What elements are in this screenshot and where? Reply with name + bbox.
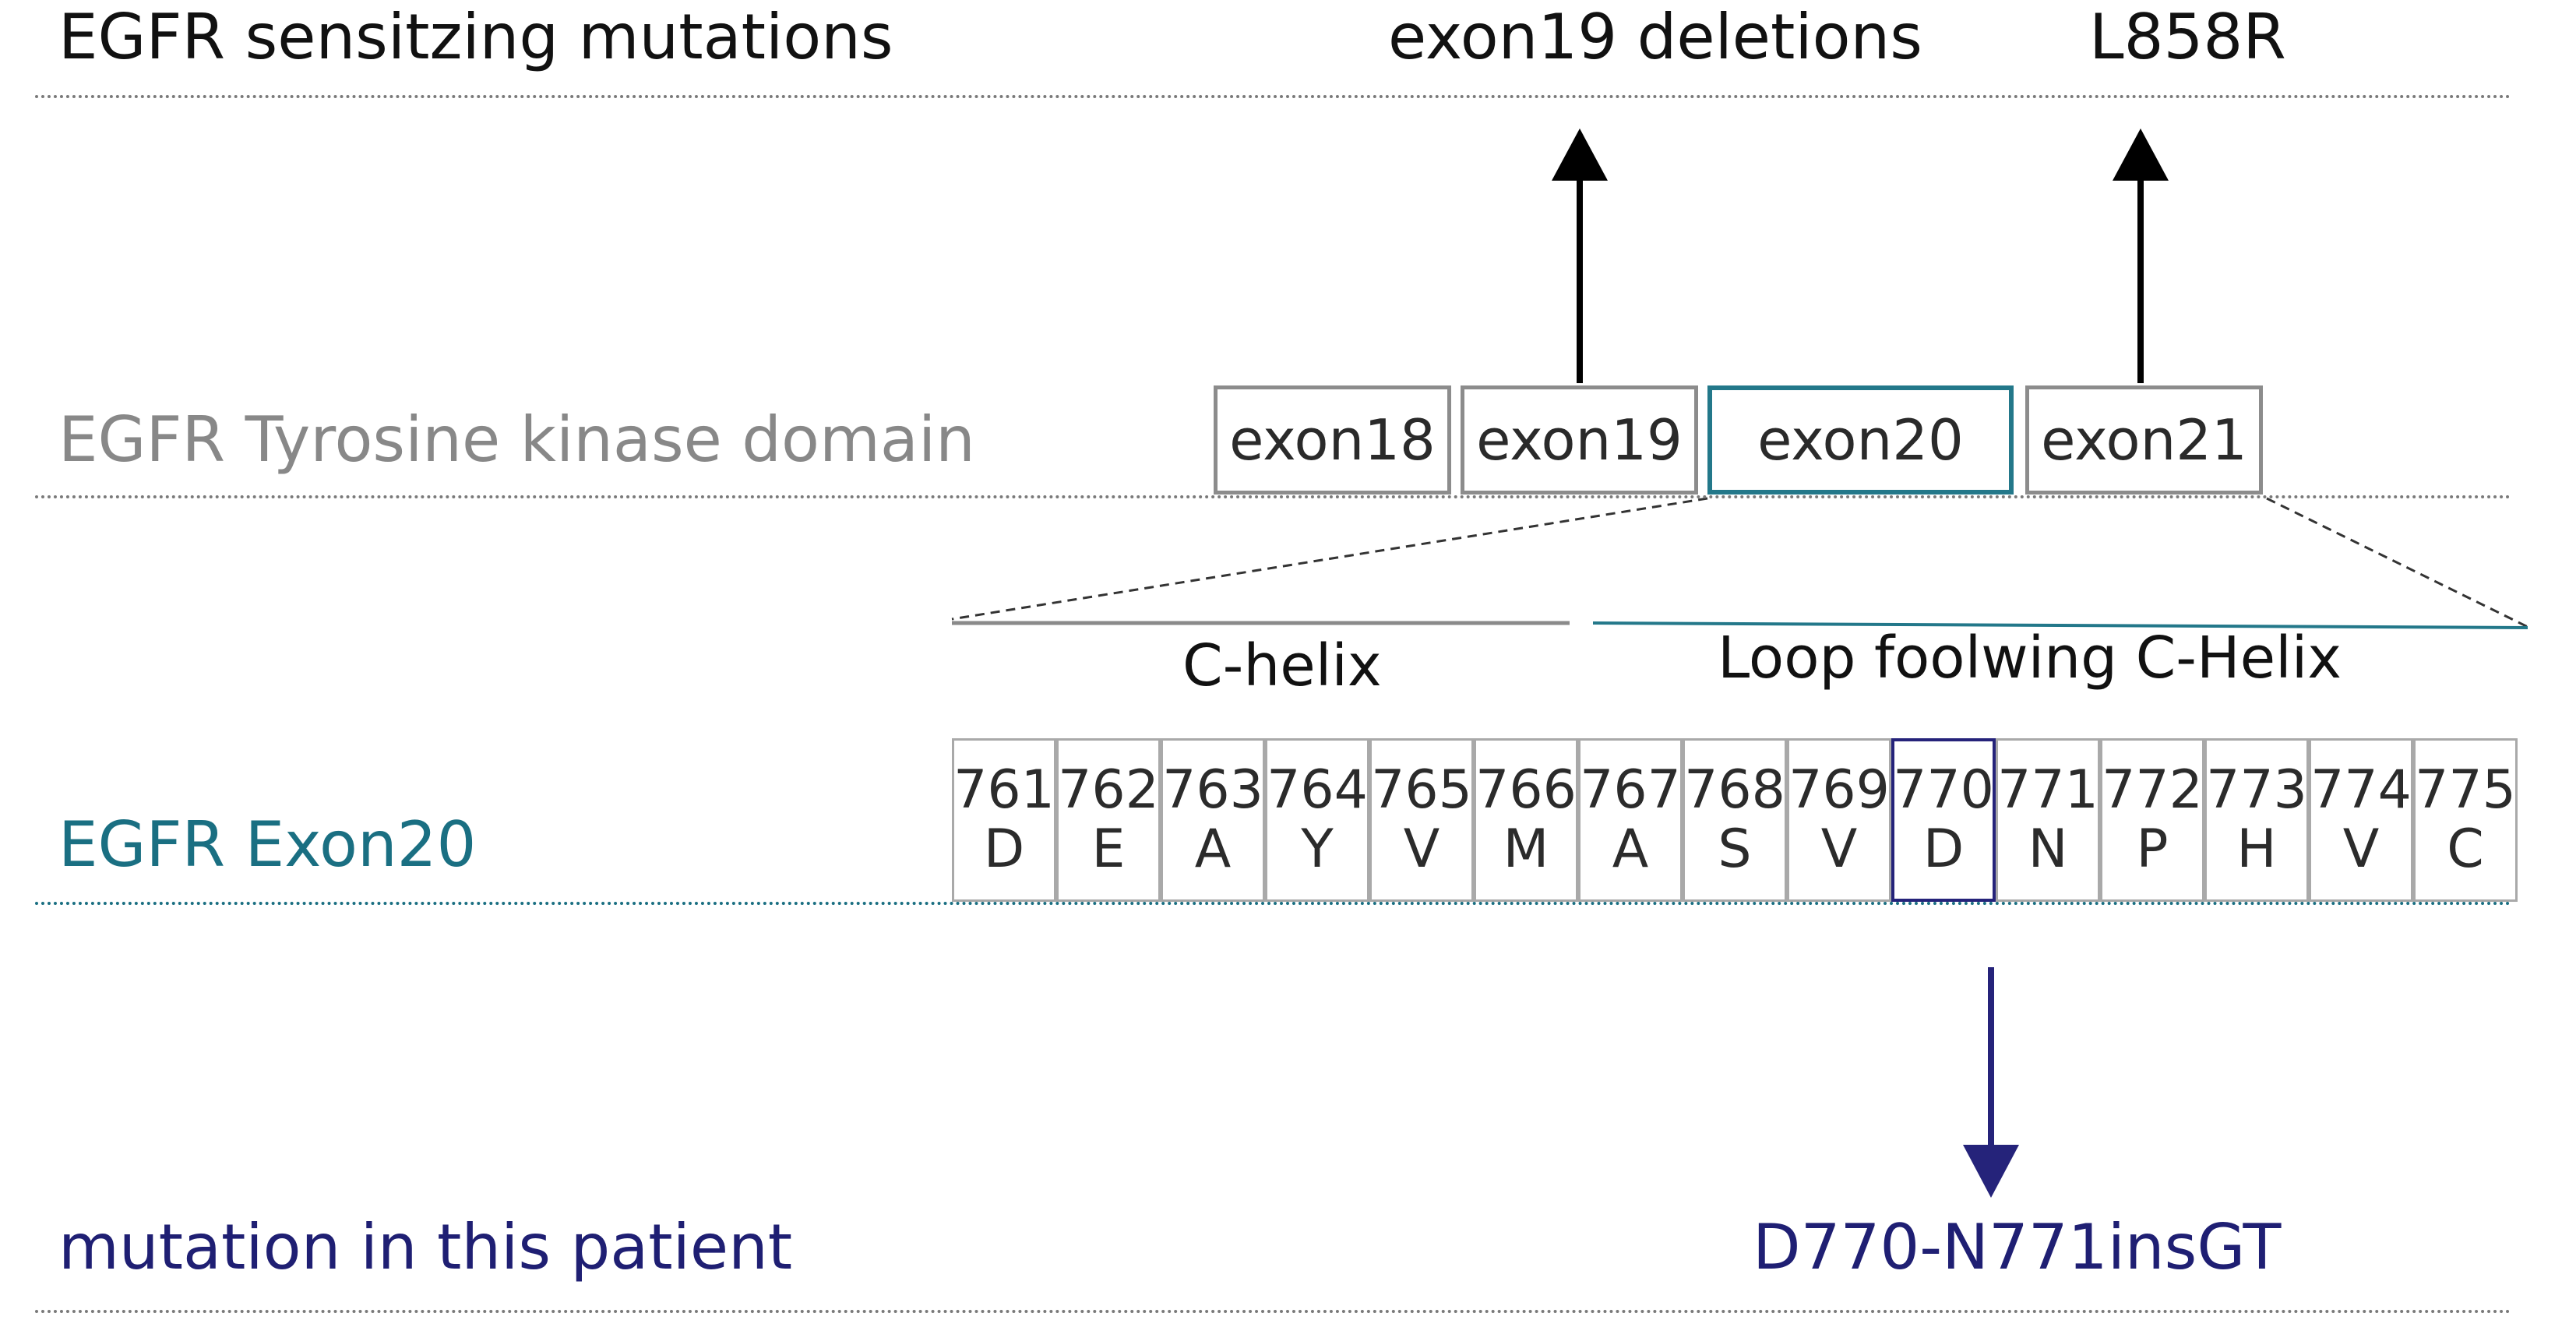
zoom-line-left — [951, 497, 1708, 621]
label-l858r: L858R — [2089, 1, 2286, 73]
residue-amino-acid: V — [1403, 818, 1440, 880]
arrow-l858r-head — [2113, 128, 2169, 181]
residue-number: 764 — [1267, 759, 1368, 821]
residue-number: 762 — [1058, 759, 1159, 821]
row-label-patient: mutation in this patient — [58, 1211, 793, 1283]
residue-amino-acid: C — [2447, 818, 2484, 880]
residue-number: 774 — [2310, 759, 2412, 821]
loop-bar — [1592, 621, 2528, 629]
residue-amino-acid: H — [2236, 818, 2277, 880]
separator-1 — [35, 95, 2512, 98]
separator-4 — [35, 1310, 2512, 1313]
residue-amino-acid: D — [1922, 818, 1965, 880]
zoom-line-right — [2266, 497, 2528, 628]
residue-number: 775 — [2415, 759, 2516, 821]
residue-number: 763 — [1162, 759, 1263, 821]
residue-amino-acid: S — [1718, 818, 1752, 880]
residue-number: 767 — [1580, 759, 1681, 821]
residue-amino-acid: E — [1091, 818, 1126, 880]
label-exon19-deletions: exon19 deletions — [1388, 1, 1922, 73]
label-c-helix: C-helix — [1182, 632, 1382, 699]
residue-number: 769 — [1788, 759, 1890, 821]
residue-number: 761 — [953, 759, 1055, 821]
residue-amino-acid: Y — [1301, 818, 1334, 880]
row-label-exon20: EGFR Exon20 — [58, 808, 477, 881]
row-label-sensitizing: EGFR sensitzing mutations — [58, 1, 893, 73]
arrow-patient-head — [1963, 1145, 2019, 1198]
residue-amino-acid: A — [1194, 818, 1232, 880]
residue-number: 766 — [1475, 759, 1577, 821]
residue-number: 771 — [1997, 759, 2099, 821]
exon-box-21: exon21 — [2025, 385, 2263, 495]
residue-number: 770 — [1893, 759, 1994, 821]
residue-amino-acid: M — [1503, 818, 1549, 880]
row-label-kinase-domain: EGFR Tyrosine kinase domain — [58, 403, 975, 476]
label-loop: Loop foolwing C-Helix — [1718, 625, 2342, 692]
residue-amino-acid: V — [1820, 818, 1858, 880]
arrow-exon19-head — [1552, 128, 1608, 181]
residue-number: 768 — [1684, 759, 1785, 821]
separator-3 — [35, 902, 2512, 905]
residue-amino-acid: D — [983, 818, 1025, 880]
exon-box-19: exon19 — [1461, 385, 1698, 495]
exon-box-20: exon20 — [1707, 385, 2014, 495]
residue-amino-acid: A — [1612, 818, 1649, 880]
residue-amino-acid: V — [2342, 818, 2380, 880]
residue-number: 765 — [1371, 759, 1472, 821]
residue-number: 772 — [2102, 759, 2203, 821]
residue-amino-acid: N — [2028, 818, 2068, 880]
residue-number: 773 — [2206, 759, 2307, 821]
label-patient-mutation: D770-N771insGT — [1753, 1211, 2282, 1283]
separator-2 — [35, 495, 2512, 498]
exon-box-18: exon18 — [1214, 385, 1451, 495]
residue-amino-acid: P — [2136, 818, 2169, 880]
